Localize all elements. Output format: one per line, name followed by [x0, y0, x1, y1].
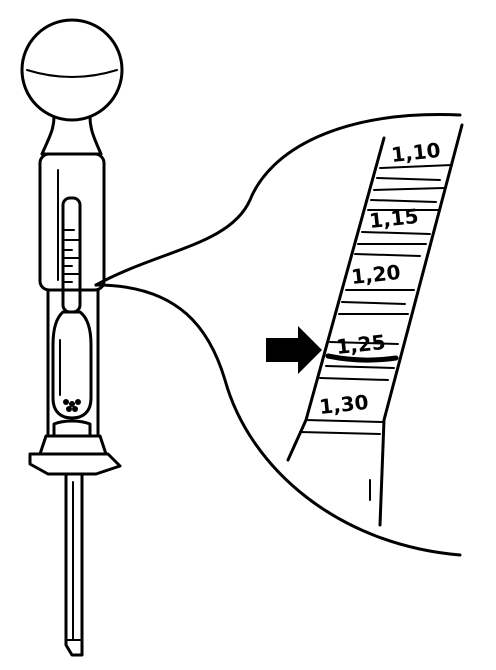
magnified-stem-right	[378, 123, 464, 527]
float-stem-scale	[62, 229, 79, 291]
callout-lens	[94, 283, 462, 557]
nozzle	[64, 472, 84, 657]
scale-label-1-30: 1,30	[318, 390, 370, 419]
float-ballast	[63, 399, 81, 412]
bulb-seam	[26, 69, 118, 78]
float-stem	[61, 196, 82, 314]
scale-label-1-20: 1,20	[350, 260, 402, 289]
upper-barrel	[38, 152, 106, 292]
scale-label-1-25: 1,25	[335, 330, 387, 359]
collar-top	[38, 434, 108, 456]
scale-label-1-10: 1,10	[390, 138, 442, 167]
meniscus-line	[325, 353, 399, 363]
callout-leader	[94, 113, 462, 287]
graduation-ticks	[299, 164, 453, 435]
magnified-scale: 1,10 1,15 1,20 1,25 1,30	[266, 123, 464, 527]
bulb-neck	[40, 115, 103, 156]
collar-flange	[28, 452, 122, 476]
lower-tube	[46, 288, 100, 438]
scale-label-1-15: 1,15	[368, 204, 420, 233]
float-body	[51, 310, 93, 420]
tube-stopper	[52, 419, 92, 438]
rubber-bulb	[20, 18, 124, 122]
arrow-right-icon	[266, 326, 322, 374]
hydrometer	[20, 18, 462, 657]
